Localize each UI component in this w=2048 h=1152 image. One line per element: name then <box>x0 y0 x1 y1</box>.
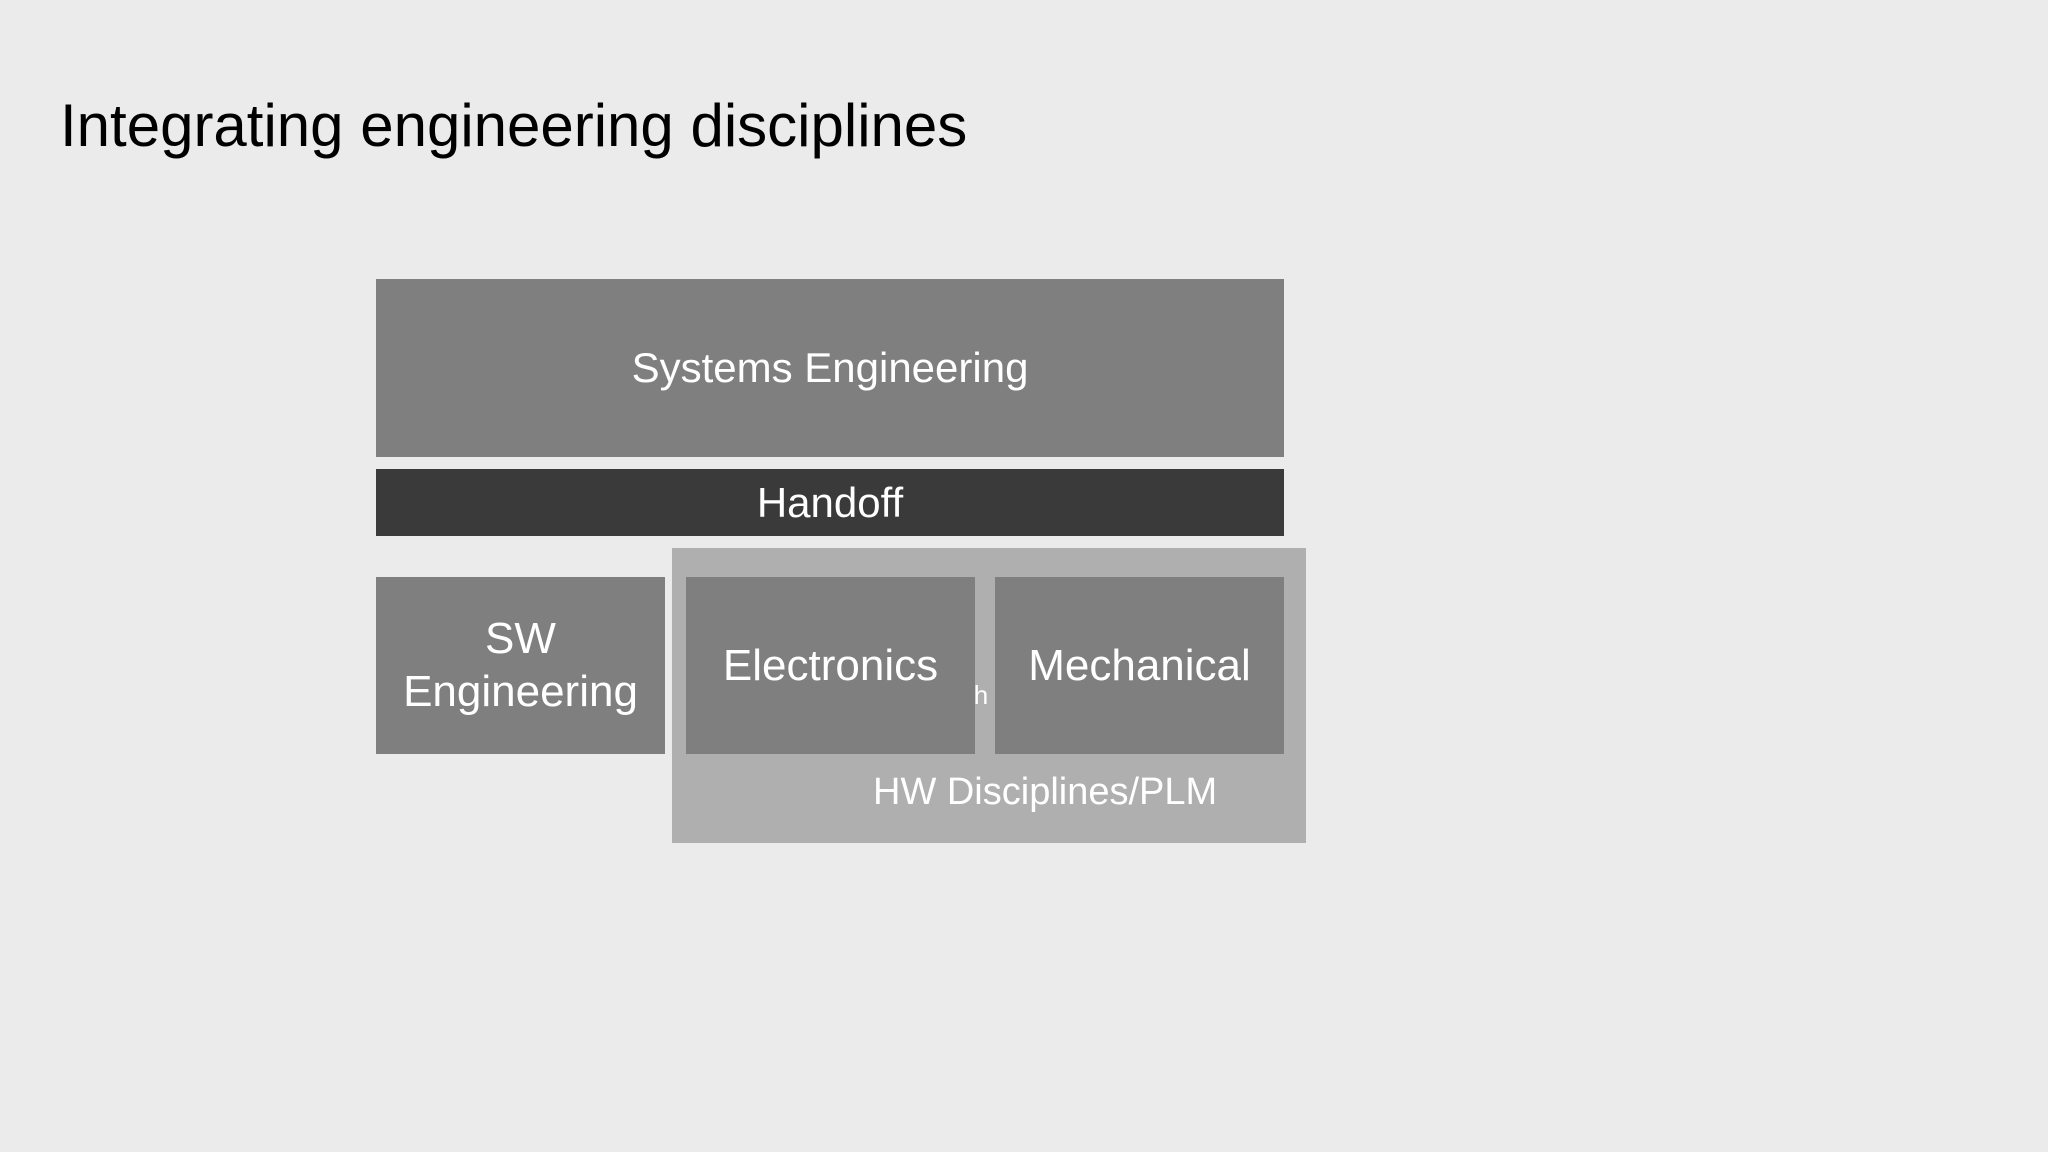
mechanical-box: Mechanical <box>995 577 1284 754</box>
sw-engineering-box: SW Engineering <box>376 577 665 754</box>
systems-engineering-box: Systems Engineering <box>376 279 1284 457</box>
electronics-box: Electronics <box>686 577 975 754</box>
slide-title: Integrating engineering disciplines <box>60 92 968 159</box>
hw-disciplines-label: HW Disciplines/PLM <box>873 771 1218 813</box>
handoff-bar: Handoff <box>376 469 1284 536</box>
